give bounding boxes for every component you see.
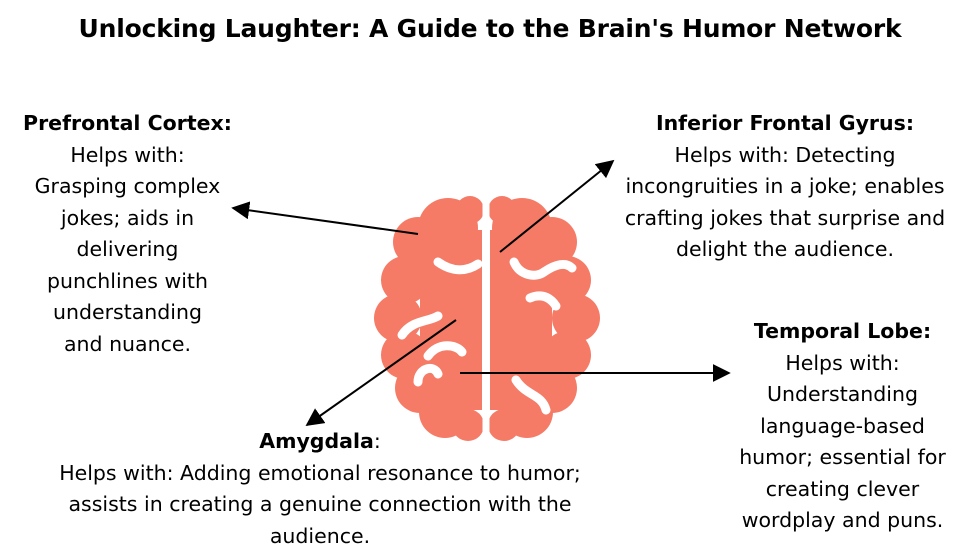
temporal-lobe-label: Temporal Lobe: Helps with: Understanding… <box>705 316 980 537</box>
region-heading: Inferior Frontal Gyrus: <box>656 111 914 135</box>
region-description-line: punchlines with <box>0 266 255 298</box>
region-description-line: jokes; aids in <box>0 203 255 235</box>
arrow-prefrontal-cortex <box>233 208 418 234</box>
region-description-line: audience. <box>10 521 630 552</box>
region-description-line: creating clever <box>705 474 980 506</box>
region-description-line: language-based <box>705 411 980 443</box>
prefrontal-cortex-label: Prefrontal Cortex: Helps with: Grasping … <box>0 108 255 360</box>
amygdala-label: Amygdala: Helps with: Adding emotional r… <box>10 426 630 552</box>
region-description-line: and nuance. <box>0 329 255 361</box>
region-description-line: Helps with: <box>0 140 255 172</box>
region-description-line: Helps with: Detecting <box>595 140 975 172</box>
region-description-line: humor; essential for <box>705 442 980 474</box>
heading-colon: : <box>374 429 381 453</box>
region-description-line: delight the audience. <box>595 234 975 266</box>
region-description-line: incongruities in a joke; enables <box>595 171 975 203</box>
region-description-line: Helps with: Adding emotional resonance t… <box>10 458 630 490</box>
region-description-line: delivering <box>0 234 255 266</box>
region-heading: Prefrontal Cortex: <box>23 111 232 135</box>
region-description-line: Grasping complex <box>0 171 255 203</box>
region-heading: Temporal Lobe: <box>754 319 931 343</box>
region-description-line: Helps with: <box>705 348 980 380</box>
inferior-frontal-gyrus-label: Inferior Frontal Gyrus: Helps with: Dete… <box>595 108 975 266</box>
region-description-line: crafting jokes that surprise and <box>595 203 975 235</box>
region-description-line: Understanding <box>705 379 980 411</box>
region-heading: Amygdala <box>259 429 374 453</box>
region-description-line: understanding <box>0 297 255 329</box>
region-description-line: assists in creating a genuine connection… <box>10 489 630 521</box>
region-description-line: wordplay and puns. <box>705 505 980 537</box>
